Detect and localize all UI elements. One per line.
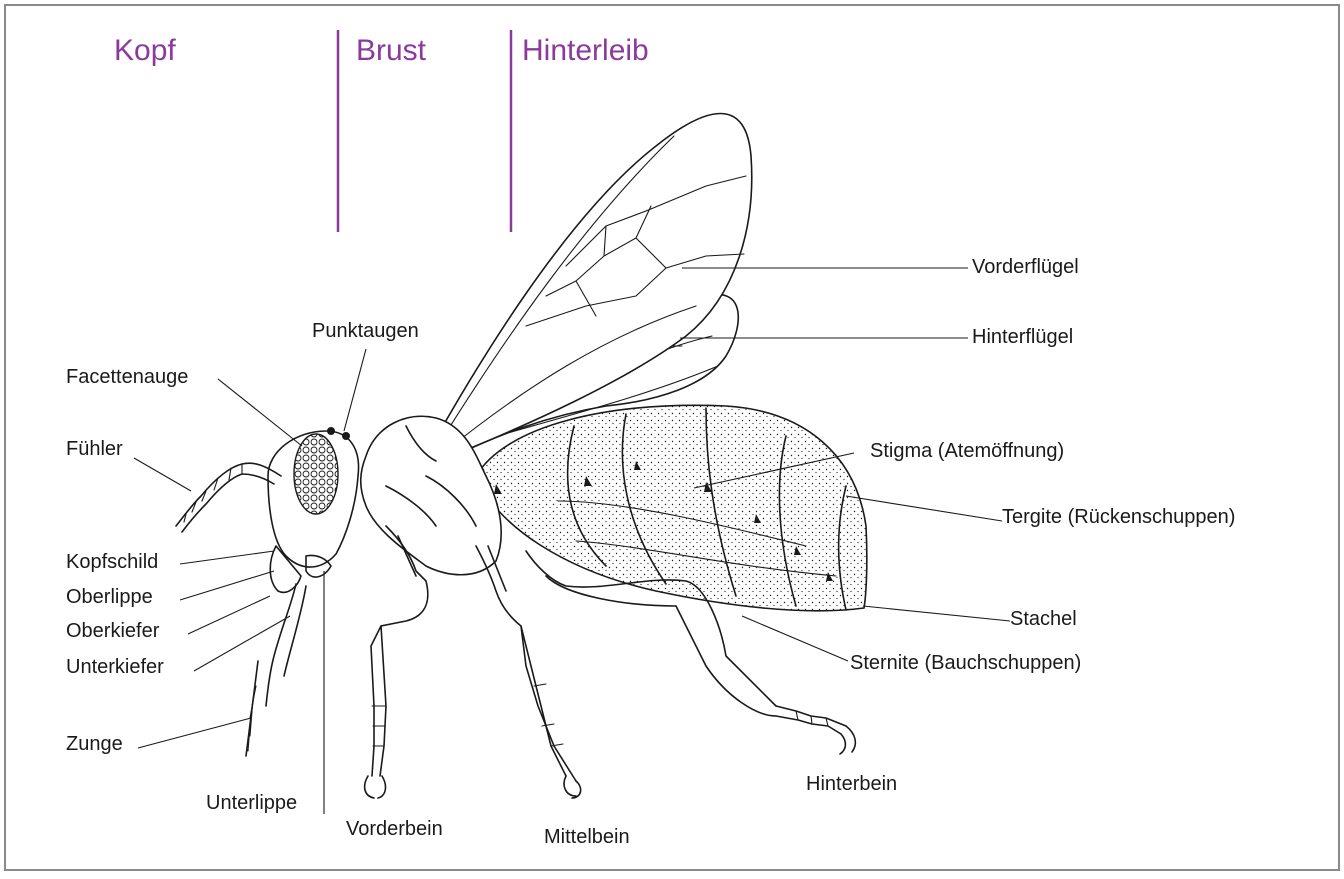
insect-anatomy-diagram: Kopf Brust Hinterleib Vorderflügel Hinte… [4, 4, 1340, 871]
label-stachel: Stachel [1010, 608, 1077, 630]
head [246, 427, 359, 756]
label-vorderfluegel: Vorderflügel [972, 256, 1079, 278]
label-unterkiefer: Unterkiefer [66, 656, 164, 678]
label-vorderbein: Vorderbein [346, 818, 443, 840]
label-mittelbein: Mittelbein [544, 826, 630, 848]
label-zunge: Zunge [66, 733, 123, 755]
section-label-hinterleib: Hinterleib [522, 36, 649, 66]
label-hinterfluegel: Hinterflügel [972, 326, 1073, 348]
label-facettenauge: Facettenauge [66, 366, 188, 388]
label-stigma: Stigma (Atemöffnung) [870, 440, 1064, 462]
antenna-drawing [176, 463, 281, 532]
compound-eye-drawing [294, 434, 338, 514]
label-punktaugen: Punktaugen [312, 320, 419, 342]
label-kopfschild: Kopfschild [66, 551, 158, 573]
wasp-illustration [6, 6, 1338, 869]
label-unterlippe: Unterlippe [206, 792, 297, 814]
label-oberlippe: Oberlippe [66, 586, 153, 608]
front-leg [365, 526, 428, 798]
section-label-brust: Brust [356, 36, 426, 66]
label-hinterbein: Hinterbein [806, 773, 897, 795]
label-oberkiefer: Oberkiefer [66, 620, 159, 642]
section-label-kopf: Kopf [114, 36, 176, 66]
label-sternite: Sternite (Bauchschuppen) [850, 652, 1081, 674]
label-fuehler: Fühler [66, 438, 123, 460]
middle-leg [476, 546, 581, 798]
label-tergite: Tergite (Rückenschuppen) [1002, 506, 1235, 528]
